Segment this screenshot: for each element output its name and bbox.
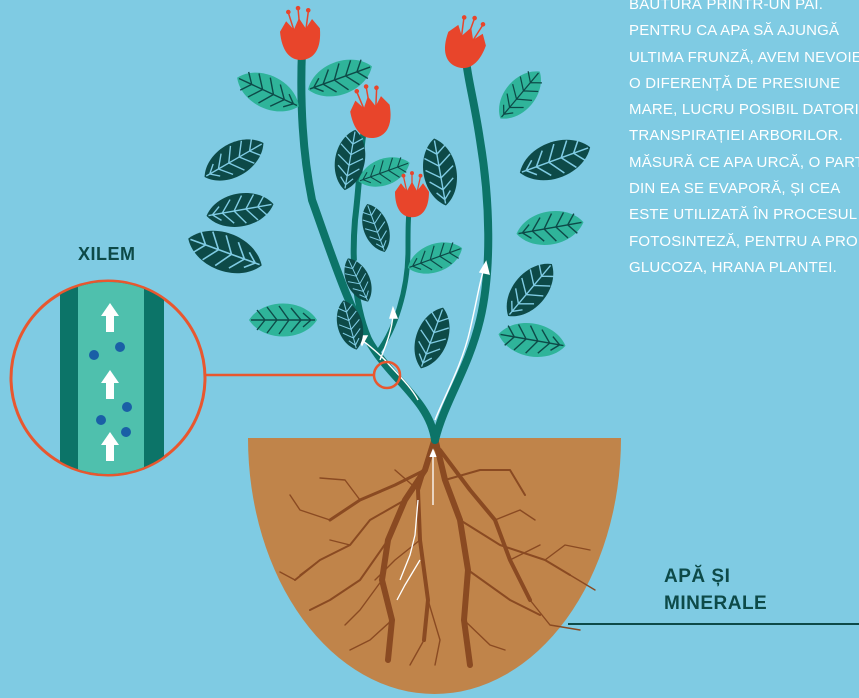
paragraph-line: ESTE UTILIZATĂ ÎN PROCESUL <box>629 202 859 228</box>
paragraph-line: ULTIMA FRUNZĂ, AVEM NEVOIE <box>629 45 859 71</box>
soil <box>248 438 621 694</box>
water-label-line-2: MINERALE <box>664 590 767 617</box>
paragraph-line: PENTRU CA APA SĂ AJUNGĂ <box>629 18 859 44</box>
water-minerals-label: APĂ ȘI MINERALE <box>664 563 767 617</box>
paragraph-line: BĂUTURĂ PRINTR-UN PAI. <box>629 0 859 18</box>
xylem-zoom-circle <box>11 270 205 490</box>
stems <box>301 50 488 440</box>
xilem-label: XILEM <box>78 244 136 265</box>
paragraph-line: FOTOSINTEZĂ, PENTRU A PRODUCE <box>629 229 859 255</box>
leaves <box>182 51 597 374</box>
paragraph-line: MĂSURĂ CE APA URCĂ, O PARTE <box>629 150 859 176</box>
explanation-paragraph: BĂUTURĂ PRINTR-UN PAI. PENTRU CA APA SĂ … <box>629 0 859 281</box>
water-label-line-1: APĂ ȘI <box>664 563 767 590</box>
paragraph-line: MARE, LUCRU POSIBIL DATORITĂ <box>629 97 859 123</box>
paragraph-line: GLUCOZA, HRANA PLANTEI. <box>629 255 859 281</box>
paragraph-line: TRANSPIRAȚIEI ARBORILOR. <box>629 123 859 149</box>
paragraph-line: DIN EA SE EVAPORĂ, ȘI CEA <box>629 176 859 202</box>
paragraph-line: O DIFERENȚĂ DE PRESIUNE <box>629 71 859 97</box>
